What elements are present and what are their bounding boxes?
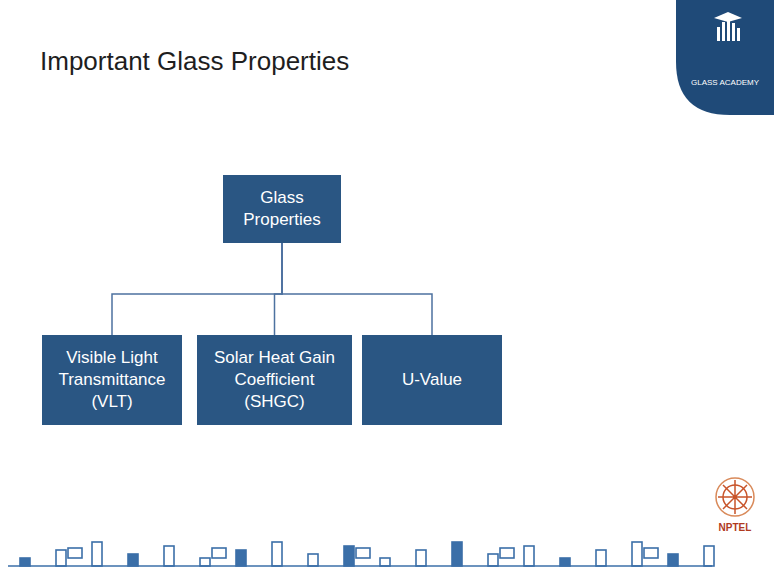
property-box: U-Value	[362, 335, 502, 425]
logo-caption: NPTEL	[719, 522, 752, 533]
tree-connector	[282, 243, 432, 335]
tree-connector	[275, 243, 283, 335]
node-label: Solar Heat Gain Coefficient (SHGC)	[205, 347, 344, 413]
node-label: Visible Light Transmittance (VLT)	[50, 347, 174, 413]
property-box: Visible Light Transmittance (VLT)	[42, 335, 182, 425]
property-box: Solar Heat Gain Coefficient (SHGC)	[197, 335, 352, 425]
node-label: Glass Properties	[231, 187, 333, 231]
slide-title: Important Glass Properties	[40, 46, 349, 77]
nptel-emblem	[716, 478, 754, 516]
node-label: U-Value	[402, 369, 462, 391]
logo-badge	[676, 0, 774, 115]
footer-illustration	[8, 542, 714, 566]
logo-text: GLASS ACADEMY	[691, 78, 759, 87]
tree-connector	[112, 243, 282, 335]
root-box: Glass Properties	[223, 175, 341, 243]
logo-icon	[714, 12, 742, 41]
